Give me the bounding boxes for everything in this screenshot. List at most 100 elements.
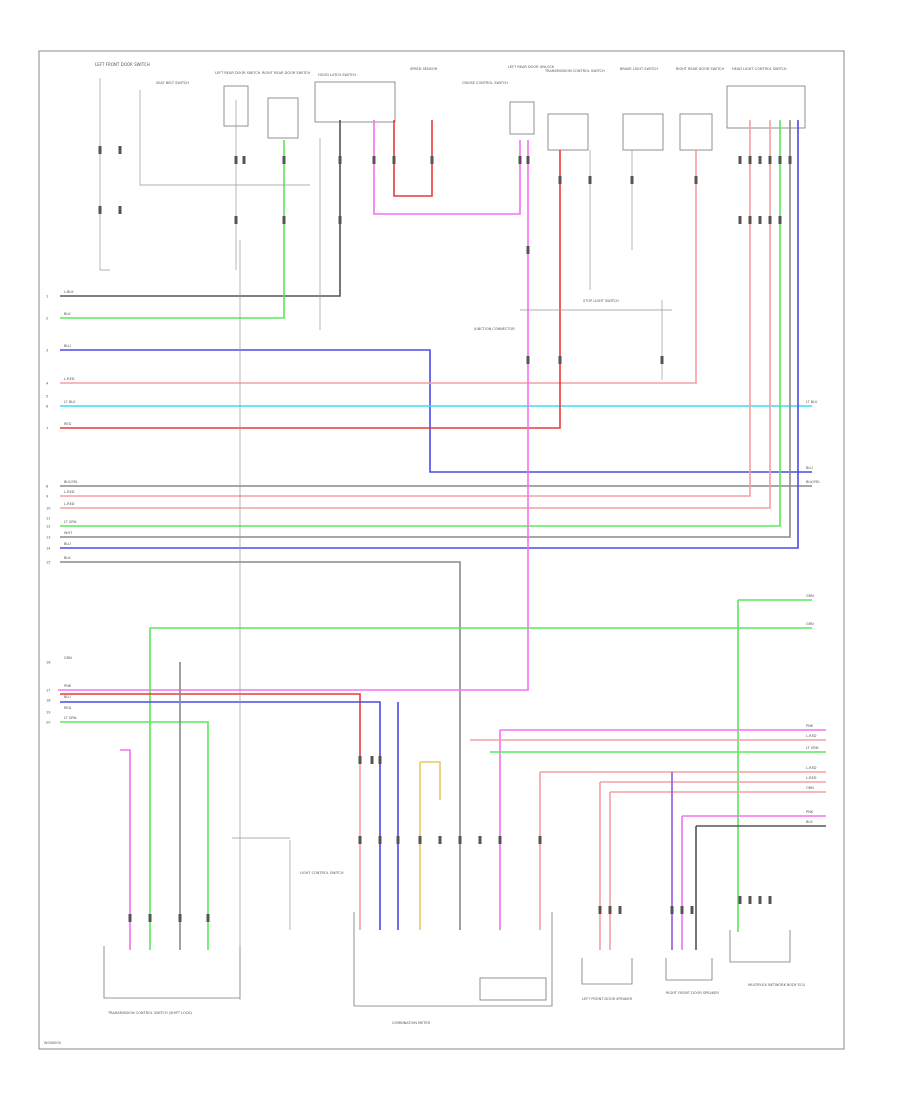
wire-label-15: BLU <box>64 695 71 699</box>
connector-53 <box>128 914 132 922</box>
wire-label-6: BLK/YEL <box>64 480 78 484</box>
wire-blue-2 <box>60 120 799 549</box>
connector-4 <box>282 156 286 164</box>
wire-red-1 <box>60 150 561 429</box>
connector-39 <box>378 836 382 844</box>
comp-label-c1: LEFT FRONT DOOR SWITCH <box>95 62 150 67</box>
connector-9 <box>518 156 522 164</box>
wire-label-5: RED <box>64 422 72 426</box>
comp-label-b3: LIGHT CONTROL SWITCH <box>300 871 344 875</box>
comp-label-c2: SEAT BELT SWITCH <box>156 81 189 85</box>
wire-label-27: L-RED <box>806 776 817 780</box>
left-pin-7: 7 <box>46 427 48 431</box>
top-components: LEFT FRONT DOOR SWITCH SEAT BELT SWITCH … <box>95 62 806 331</box>
wire-label-4: LT BLU <box>64 400 76 404</box>
wire-light-red-2 <box>60 120 751 497</box>
mid-label-m2: STOP LIGHT SWITCH <box>583 299 619 303</box>
wire-label-26: L-RED <box>806 766 817 770</box>
wire-label-13: GRN <box>64 656 72 660</box>
left-pin-4: 4 <box>46 382 49 386</box>
component-box-switch-a <box>547 113 589 151</box>
comp-label-b1: TRANSMISSION CONTROL SWITCH (SHIFT LOCK) <box>107 1011 192 1015</box>
connector-12 <box>588 176 592 184</box>
comp-label-c11: RIGHT REAR DOOR SWITCH <box>676 67 724 71</box>
comp-label-c12: HEAD LIGHT CONTROL SWITCH <box>732 67 787 71</box>
connector-41 <box>418 836 422 844</box>
connector-5 <box>338 156 342 164</box>
wire-label-23: PNK <box>806 724 814 728</box>
wire-label-14: PNK <box>64 684 72 688</box>
connector-8 <box>430 156 434 164</box>
footer-code: W000000 <box>44 1041 61 1045</box>
wire-blue-1 <box>60 349 812 473</box>
left-pin-15: 15 <box>46 561 50 565</box>
wire-yellow-meter <box>419 761 441 930</box>
wire-black-1 <box>60 120 341 297</box>
connector-46 <box>538 836 542 844</box>
wire-green-bottom <box>60 721 209 950</box>
wire-label-28: ORN <box>806 786 814 790</box>
component-box-body-ecu <box>729 930 791 963</box>
wire-label-9: LT GRN <box>64 520 77 524</box>
wire-green-2 <box>60 120 781 527</box>
connector-25 <box>778 216 782 224</box>
wire-label-2: BLU <box>64 344 71 348</box>
wire-label-10: WHT <box>64 531 73 535</box>
wire-black-speaker <box>695 825 826 950</box>
wire-pink-speaker <box>681 815 826 950</box>
component-box-center <box>314 81 396 123</box>
connector-6 <box>372 156 376 164</box>
connector-23 <box>758 216 762 224</box>
bottom-components: TRANSMISSION CONTROL SWITCH (SHIFT LOCK)… <box>103 871 806 1025</box>
comp-label-c6: SPEED SENSOR <box>410 67 438 71</box>
connector-44 <box>478 836 482 844</box>
wire-label-12: BLK <box>64 556 71 560</box>
connector-43 <box>458 836 462 844</box>
wire-label-16: RED <box>64 706 72 710</box>
left-pin-1: 1 <box>46 295 48 299</box>
left-pin-6: 6 <box>46 405 48 409</box>
left-pin-12: 12 <box>46 525 50 529</box>
connectors <box>98 146 792 922</box>
connector-18 <box>768 156 772 164</box>
wire-label-24: L-RED <box>806 734 817 738</box>
connector-54 <box>148 914 152 922</box>
left-pin-3: 3 <box>46 349 48 353</box>
connector-40 <box>396 836 400 844</box>
connector-28 <box>234 216 238 224</box>
wire-blue-bottom <box>60 701 381 760</box>
leader-1 <box>99 78 110 271</box>
wire-red-bottom <box>60 693 361 760</box>
wire-label-1: BLK <box>64 312 71 316</box>
left-pin-13: 13 <box>46 536 50 540</box>
connector-30 <box>338 216 342 224</box>
connector-16 <box>748 156 752 164</box>
left-pin-5: 5 <box>46 395 48 399</box>
wire-gray-3 <box>60 561 461 930</box>
connector-13 <box>630 176 634 184</box>
connector-34 <box>660 356 664 364</box>
wire-green-1 <box>60 140 285 319</box>
wire-green-long <box>149 627 812 950</box>
connector-31 <box>526 246 530 254</box>
connector-52 <box>690 906 694 914</box>
connector-51 <box>680 906 684 914</box>
component-box-meter-sub <box>479 977 547 1001</box>
left-pin-19: 19 <box>46 711 50 715</box>
connector-21 <box>738 216 742 224</box>
wire-label-3: L-RED <box>64 377 75 381</box>
connector-60 <box>768 896 772 904</box>
wire-pink-top <box>373 120 521 215</box>
connector-56 <box>206 914 210 922</box>
left-pin-2: 2 <box>46 317 48 321</box>
comp-label-b6: MULTIPLEX NETWORK BODY ECU <box>748 983 806 987</box>
wire-label-29: PNK <box>806 810 814 814</box>
connector-45 <box>498 836 502 844</box>
connector-17 <box>758 156 762 164</box>
left-pin-18: 18 <box>46 699 50 703</box>
connector-49 <box>618 906 622 914</box>
wire-label-8: L-RED <box>64 502 75 506</box>
wire-gray-2 <box>60 120 791 538</box>
